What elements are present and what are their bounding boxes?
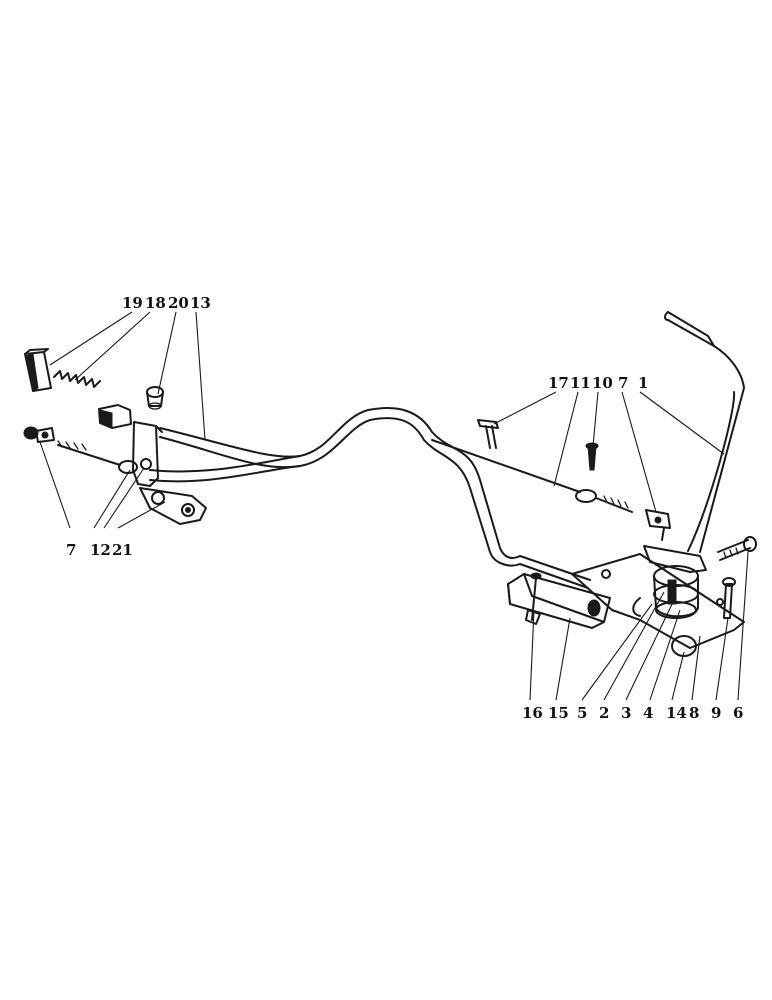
cover-box-part-15 [507, 573, 611, 629]
lever-plate-part-21 [139, 487, 207, 525]
block-fitting [98, 404, 132, 429]
handle-lever-part-1 [664, 311, 745, 553]
bolt-part-9 [722, 577, 736, 619]
lower-rod [519, 555, 591, 589]
base-plate-part-8 [571, 553, 745, 649]
callout-label: 15 [548, 704, 569, 722]
callouts-top-right: 17 11 10 7 1 [548, 374, 648, 392]
callout-label: 11 [570, 374, 591, 392]
linkage-tube [149, 407, 521, 567]
callout-label: 5 [577, 704, 587, 722]
callout-label: 12 [90, 541, 111, 559]
screw-part-10 [585, 442, 599, 471]
bracket-part-13 [132, 421, 163, 487]
bolt-part-16 [525, 572, 542, 625]
callout-label: 4 [643, 704, 653, 722]
washer-part-14 [671, 635, 697, 657]
pin-part-20 [146, 386, 164, 410]
callout-label: 1 [638, 374, 648, 392]
callout-label: 8 [689, 704, 699, 722]
callout-label: 14 [666, 704, 687, 722]
callout-label: 18 [145, 294, 166, 312]
threaded-rod [57, 440, 138, 474]
leader-lines [39, 311, 749, 701]
pivot-assembly-parts-2-3-4-5 [632, 545, 707, 619]
callout-label: 17 [548, 374, 569, 392]
callout-label: 7 [618, 374, 628, 392]
callout-label: 6 [733, 704, 743, 722]
spring-part-18 [53, 370, 101, 388]
callouts-bottom-right: 16 15 5 2 3 4 14 8 9 6 [522, 704, 743, 722]
clevis-part-7-right [645, 509, 671, 541]
callout-label: 20 [168, 294, 189, 312]
callout-label: 10 [592, 374, 613, 392]
callout-label: 9 [711, 704, 721, 722]
callout-label: 2 [599, 704, 609, 722]
callout-label: 16 [522, 704, 543, 722]
callout-label: 13 [190, 294, 211, 312]
bolt-part-7-left [23, 426, 55, 443]
cable-part-11 [431, 439, 633, 513]
callouts-top-left: 19 18 20 13 [122, 294, 211, 312]
callout-label: 7 [66, 541, 76, 559]
clip-part-17 [477, 419, 499, 449]
bolt-part-6 [717, 536, 757, 561]
callouts-bottom-left: 7 12 21 [66, 541, 133, 559]
callout-label: 21 [112, 541, 133, 559]
callout-label: 19 [122, 294, 143, 312]
callout-label: 3 [621, 704, 631, 722]
plate-part-19 [24, 348, 52, 392]
